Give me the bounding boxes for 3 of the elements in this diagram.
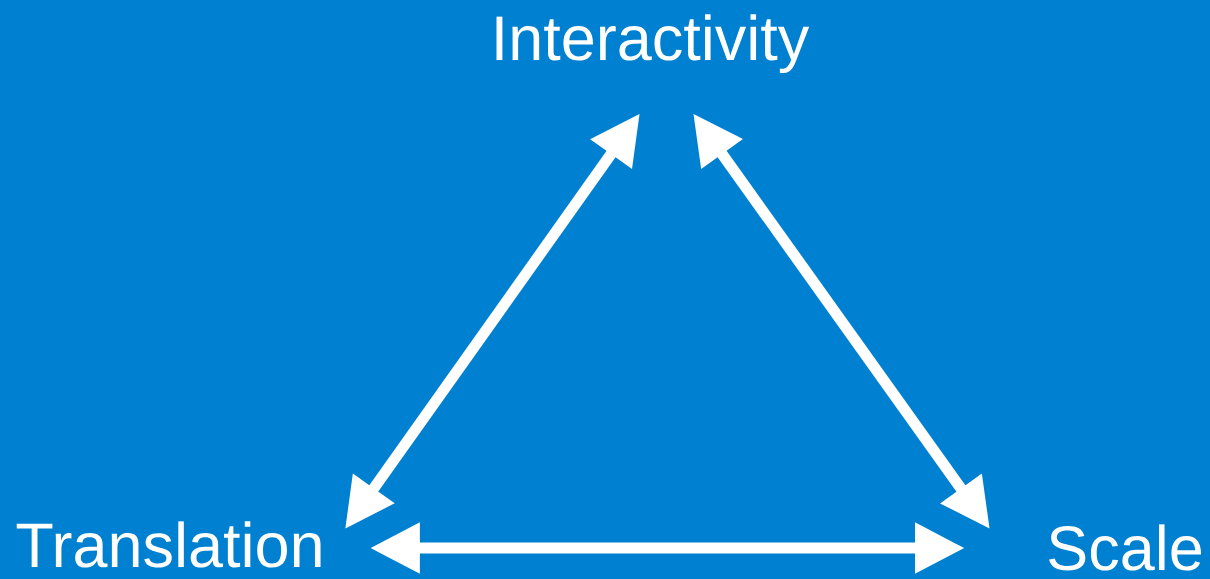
node-label: Interactivity — [496, 14, 810, 74]
node-label: Translation — [16, 521, 321, 568]
node-label: Scale — [1049, 524, 1201, 571]
